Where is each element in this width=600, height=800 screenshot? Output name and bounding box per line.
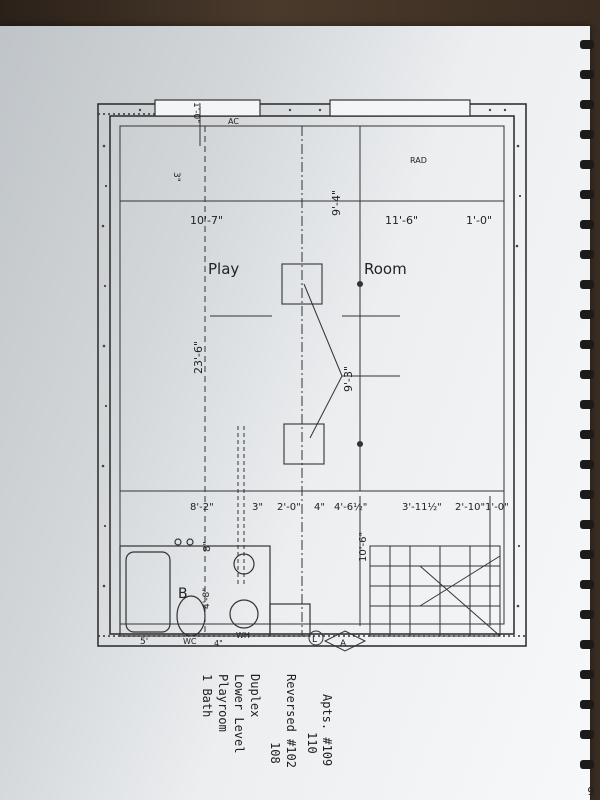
label-a: A xyxy=(340,639,347,649)
dim-4-8: 4'-8" xyxy=(202,588,212,609)
binding-ring xyxy=(580,670,594,679)
bath-label: B xyxy=(178,586,188,602)
wall-hatching xyxy=(101,108,522,608)
binding-ring xyxy=(580,700,594,709)
room-name-play: Play xyxy=(208,260,239,278)
dim-3: 3" xyxy=(171,172,181,182)
caption-line-2: 110 xyxy=(305,732,319,754)
caption-line-8: 1 Bath xyxy=(200,674,214,718)
binding-ring xyxy=(580,400,594,409)
binding-ring xyxy=(580,130,594,139)
room-name-room: Room xyxy=(364,260,407,278)
dim-10-6: 10'-6" xyxy=(358,532,369,562)
dim-3-11-half: 3'-11½" xyxy=(402,501,442,513)
binding-ring xyxy=(580,190,594,199)
blueprint-page: 1'-0" AC 3" RAD 10'-7" 11'-6" 1'-0" 9'-4… xyxy=(0,26,594,800)
binding-ring xyxy=(580,460,594,469)
floor-plan-drawing: 1'-0" AC 3" RAD 10'-7" 11'-6" 1'-0" 9'-4… xyxy=(97,99,527,652)
caption-line-6: Lower Level xyxy=(232,674,246,754)
binding-ring xyxy=(580,580,594,589)
dim-11-6: 11'-6" xyxy=(385,214,418,227)
binding-ring xyxy=(580,520,594,529)
dim-2-0a: 2'-0" xyxy=(277,502,301,513)
caption-line-4: 108 xyxy=(268,742,282,764)
dim-8: 8" xyxy=(202,541,213,552)
label-l: L xyxy=(312,635,317,645)
dim-2-10-1-0: 2'-10"1'-0" xyxy=(455,502,509,513)
bathroom xyxy=(119,538,311,637)
dim-5: 5' xyxy=(140,637,148,647)
caption-line-3: Reversed #102 xyxy=(284,674,298,768)
binding-ring xyxy=(580,730,594,739)
binding-ring xyxy=(580,280,594,289)
binding-ring xyxy=(580,310,594,319)
dim-4-6-half: 4'-6½" xyxy=(334,501,367,513)
dim-8-2: 8'-2" xyxy=(190,502,214,513)
caption-line-1: Apts. #109 xyxy=(320,694,334,767)
binding-ring xyxy=(580,760,594,769)
binding-ring xyxy=(580,340,594,349)
dim-9-4: 9'-4" xyxy=(330,190,343,216)
dimension-lines xyxy=(120,106,504,636)
dim-1-0-right: 1'-0" xyxy=(466,214,492,227)
binding-ring xyxy=(580,250,594,259)
binding-ring xyxy=(580,610,594,619)
binding-ring xyxy=(580,490,594,499)
outer-walls xyxy=(97,103,527,647)
binding-ring xyxy=(580,40,594,49)
binding-ring xyxy=(580,220,594,229)
binding-ring xyxy=(580,430,594,439)
staircase xyxy=(308,545,501,652)
binding-ring xyxy=(580,370,594,379)
binding-ring xyxy=(580,100,594,109)
label-wc: WC xyxy=(183,637,197,646)
dim-1-0-top: 1'-0" xyxy=(191,102,201,123)
dim-9-3: 9'-3" xyxy=(342,366,355,392)
dim-3-small: 3" xyxy=(252,502,263,513)
dim-rad: RAD xyxy=(410,156,427,165)
binding-ring xyxy=(580,160,594,169)
dim-23-6: 23'-6" xyxy=(192,341,205,374)
page-number: 9 xyxy=(587,785,594,798)
dim-4-small: 4" xyxy=(214,639,223,648)
dim-10-7: 10'-7" xyxy=(190,214,223,227)
binding-ring xyxy=(580,640,594,649)
windows xyxy=(154,99,471,117)
binding-ring xyxy=(580,550,594,559)
dim-ac: AC xyxy=(228,117,239,126)
binding-ring xyxy=(580,70,594,79)
caption-line-5: Duplex xyxy=(248,674,262,718)
caption-line-7: Playroom xyxy=(216,674,230,732)
dim-4: 4" xyxy=(314,502,325,513)
columns xyxy=(281,263,364,465)
label-wh: WH xyxy=(236,631,250,640)
